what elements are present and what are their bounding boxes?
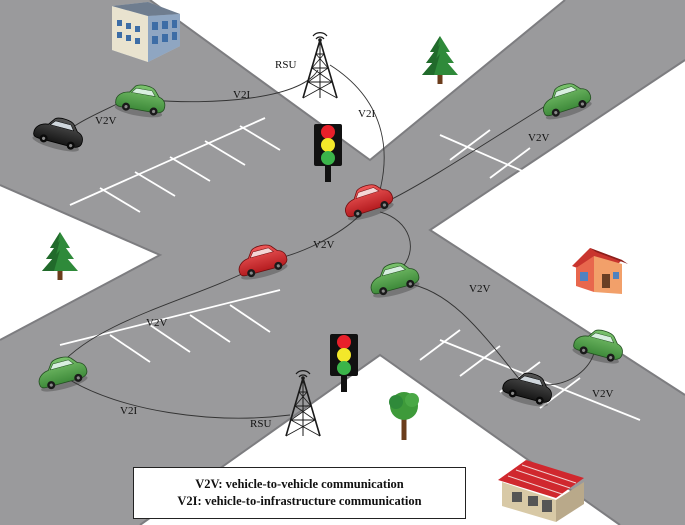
label-v2i: V2I [120,405,137,417]
legend-v2i: V2I: vehicle-to-infrastructure communica… [177,494,422,508]
oak-tree-icon [389,392,419,440]
link-v2v-green-black [404,282,521,381]
label-v2v: V2V [469,283,490,295]
link-v2v-red-left [59,269,251,366]
link-v2i-bottom-left [69,379,291,419]
label-rsu-top: RSU [275,59,296,71]
pine-tree-icon [422,36,458,84]
label-v2v: V2V [528,132,549,144]
label-rsu-bottom: RSU [250,418,271,430]
office-building-icon [112,2,180,62]
pine-tree-icon [42,232,78,280]
label-v2i: V2I [358,108,375,120]
legend-box: V2V: vehicle-to-vehicle communication V2… [133,467,466,519]
link-v2v-red-green [379,211,411,271]
rsu-tower-top-icon [302,31,338,99]
label-v2i: V2I [233,89,250,101]
label-v2v: V2V [592,388,613,400]
link-v2v-red-right [389,99,556,201]
legend-v2v: V2V: vehicle-to-vehicle communication [195,477,404,491]
link-v2i-rsu-red [329,64,385,191]
red-house-icon [572,248,628,294]
label-v2v: V2V [95,115,116,127]
label-v2v: V2V [313,239,334,251]
parking-lines [59,117,641,421]
label-v2v: V2V [146,317,167,329]
garage-building-icon [498,460,584,522]
